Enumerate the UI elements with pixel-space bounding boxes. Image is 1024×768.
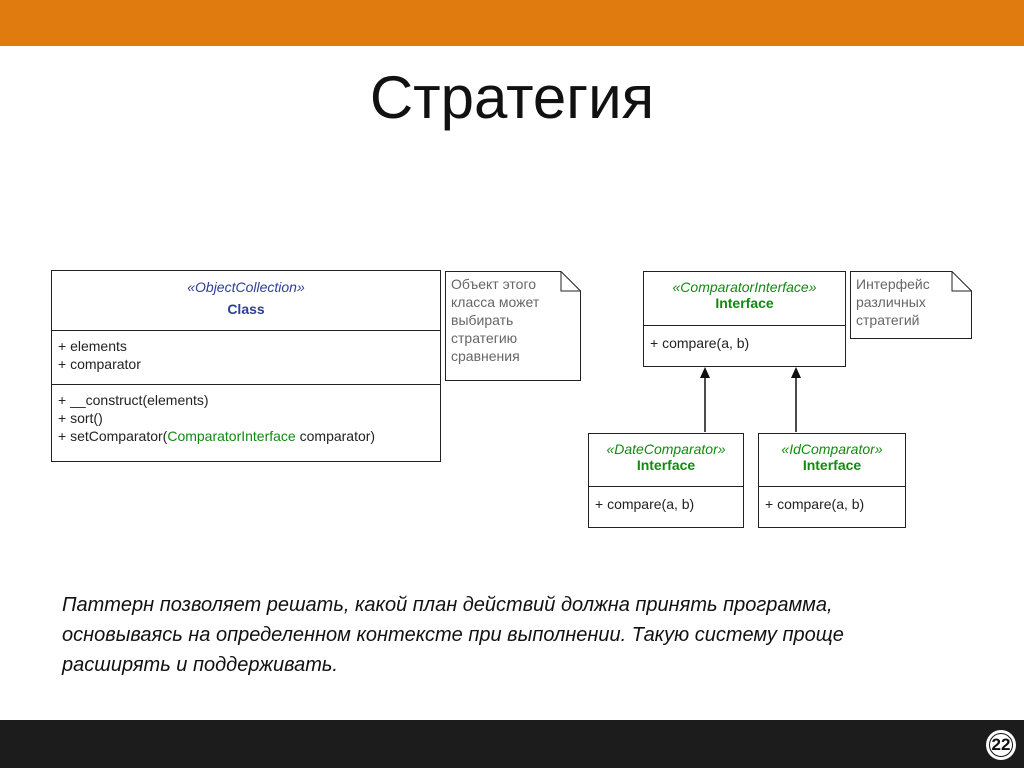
footer-bar [0, 720, 1024, 768]
comparator-interface-box: «ComparatorInterface» Interface + compar… [643, 271, 846, 367]
method-set-comparator-prefix: + setComparator( [58, 428, 168, 444]
date-comparator-header: «DateComparator» Interface [589, 434, 743, 487]
comparator-interface-method-compare: + compare(a, b) [650, 335, 750, 351]
interface-note-line-1: Интерфейс [856, 276, 930, 292]
method-set-comparator-suffix: comparator) [295, 428, 376, 444]
description-line-1: Паттерн позволяет решать, какой план дей… [62, 594, 833, 616]
date-comparator-stereotype: «DateComparator» [606, 441, 726, 457]
description-line-3: расширять и поддерживать. [62, 654, 338, 676]
interface-note-line-2: различных [856, 294, 926, 310]
object-note-line-1: Объект этого [451, 276, 537, 292]
interface-note-shape [850, 271, 972, 339]
header-bar [0, 0, 1024, 46]
object-collection-header: «ObjectCollection» Class [52, 271, 440, 331]
id-comparator-kind: Interface [802, 457, 862, 473]
comparator-interface-kind: Interface [715, 295, 774, 311]
method-set-comparator-type: ComparatorInterface [167, 428, 296, 444]
attribute-elements: + elements [58, 338, 127, 354]
object-collection-stereotype: «ObjectCollection» [187, 279, 305, 295]
method-construct: + __construct(elements) [58, 392, 209, 408]
interface-note-line-3: стратегий [856, 312, 920, 328]
id-to-interface-arrow [791, 367, 801, 432]
method-set-comparator: + setComparator(ComparatorInterface comp… [58, 427, 434, 445]
date-comparator-methods: + compare(a, b) [589, 487, 743, 517]
date-comparator-method-compare: + compare(a, b) [595, 496, 695, 512]
slide-title: Стратегия [369, 64, 655, 131]
id-comparator-box: «IdComparator» Interface + compare(a, b) [758, 433, 906, 528]
id-comparator-header: «IdComparator» Interface [759, 434, 905, 487]
description-line-2: основываясь на определенном контексте пр… [62, 624, 844, 646]
object-note-line-3: выбирать [451, 312, 514, 328]
object-collection-class: «ObjectCollection» Class + elements + co… [51, 270, 441, 462]
method-sort: + sort() [58, 410, 103, 426]
date-to-interface-arrow [700, 367, 710, 432]
object-collection-attributes: + elements + comparator [52, 331, 440, 385]
date-comparator-box: «DateComparator» Interface + compare(a, … [588, 433, 744, 528]
object-note-line-4: стратегию [451, 330, 518, 346]
page-number-badge: 22 [986, 730, 1016, 760]
comparator-interface-methods: + compare(a, b) [644, 326, 845, 356]
date-comparator-kind: Interface [636, 457, 696, 473]
object-note-line-5: сравнения [451, 348, 520, 364]
id-comparator-stereotype: «IdComparator» [781, 441, 883, 457]
object-note-line-2: класса может [451, 294, 540, 310]
comparator-interface-header: «ComparatorInterface» Interface [644, 272, 845, 326]
object-collection-note: Объект этого класса может выбирать страт… [445, 271, 581, 381]
id-comparator-methods: + compare(a, b) [759, 487, 905, 517]
slide-description: Паттерн позволяет решать, какой план дей… [62, 590, 962, 680]
interface-note: Интерфейс различных стратегий [850, 271, 972, 339]
attribute-comparator: + comparator [58, 356, 141, 372]
object-collection-kind: Class [227, 301, 265, 317]
comparator-interface-stereotype: «ComparatorInterface» [672, 279, 817, 295]
note-shape [445, 271, 581, 381]
id-comparator-method-compare: + compare(a, b) [765, 496, 865, 512]
object-collection-methods: + __construct(elements) + sort() + setCo… [52, 385, 440, 461]
